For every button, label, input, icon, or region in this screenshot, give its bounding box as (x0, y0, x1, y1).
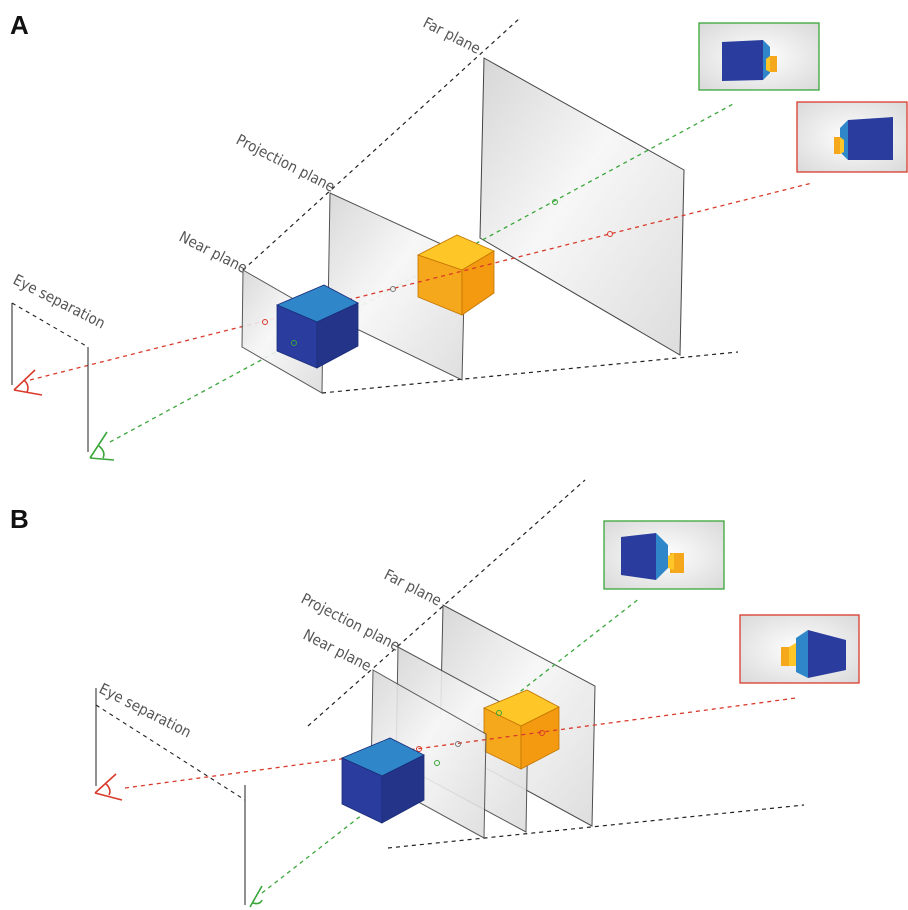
left-eye-near-intersect (262, 319, 268, 325)
eye-separation-bracket-b (95, 688, 246, 905)
left-eye-far-intersect (607, 231, 613, 237)
right-eye-view-thumbnail-b (603, 520, 725, 590)
right-eye-far-intersect-b (496, 710, 502, 716)
right-eye-view-thumbnail (698, 22, 820, 91)
eye-separation-label: Eye separation (10, 271, 108, 333)
panel-b-letter: B (10, 504, 29, 534)
frustum-top-line (242, 17, 521, 271)
right-eye-icon-b (249, 885, 263, 908)
frustum-bottom-line-b (387, 804, 805, 849)
eye-separation-bracket (11, 302, 89, 452)
frustum-top-line-b (307, 479, 586, 727)
right-eye-near-intersect (291, 340, 297, 346)
left-eye-view-thumbnail-b (739, 614, 860, 684)
left-eye-near-intersect-b (416, 746, 422, 752)
orange-cube-b (483, 689, 560, 770)
projection-plane-label: Projection plane (233, 131, 338, 196)
far-plane-label: Far plane (420, 14, 483, 58)
panel-a-letter: A (10, 10, 29, 40)
blue-cube-b (340, 737, 425, 824)
panel-a: A (10, 10, 908, 461)
projection-intersect (390, 286, 396, 292)
eye-separation-label-b: Eye separation (96, 680, 194, 742)
far-plane-label-b: Far plane (381, 566, 444, 610)
left-eye-sight-line (29, 182, 813, 381)
left-eye-icon-b (94, 773, 123, 801)
right-eye-near-intersect-b (434, 760, 440, 766)
panel-b: B (10, 479, 860, 908)
right-eye-icon (89, 431, 115, 461)
left-eye-view-thumbnail (796, 101, 908, 173)
left-eye-far-intersect-b (539, 730, 545, 736)
left-eye-icon (13, 369, 43, 396)
frustum-bottom-line (321, 351, 739, 394)
projection-plane (327, 192, 466, 381)
near-plane-b (370, 669, 487, 839)
right-eye-far-intersect (552, 199, 558, 205)
far-plane (479, 57, 685, 356)
projection-intersect-b (455, 741, 461, 747)
near-plane-label: Near plane (176, 228, 250, 278)
blue-cube (275, 284, 359, 369)
orange-cube (416, 234, 495, 316)
